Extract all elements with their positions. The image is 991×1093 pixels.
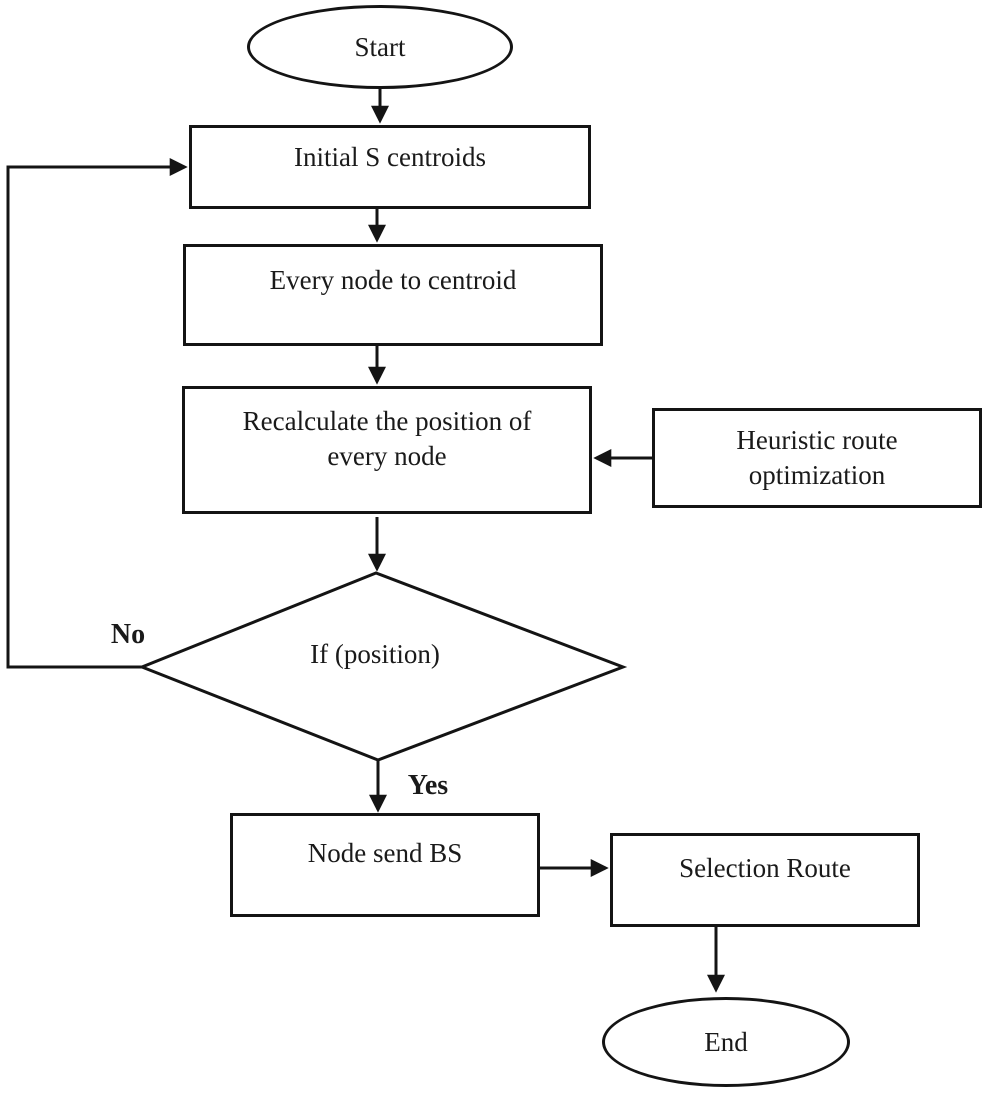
node-if-position: If (position)	[225, 636, 525, 672]
edge-label-yes: Yes	[407, 770, 449, 801]
node-selection-route: Selection Route	[610, 833, 920, 927]
node-start-label: Start	[354, 32, 406, 62]
node-initial-s-centroids: Initial S centroids	[189, 125, 591, 209]
node-start: Start	[247, 5, 513, 89]
edge-label-no: No	[110, 619, 146, 650]
node-end-label: End	[704, 1027, 748, 1057]
node-recalculate-position: Recalculate the position of every node	[182, 386, 592, 514]
node-recalculate-position-label: Recalculate the position of every node	[242, 406, 532, 471]
node-heuristic-route-optimization-label: Heuristic route optimization	[736, 425, 898, 490]
node-node-send-bs-label: Node send BS	[307, 838, 463, 868]
edge-decision-no-loop	[6, 158, 188, 669]
node-end: End	[602, 997, 850, 1087]
node-every-node-to-centroid-label: Every node to centroid	[269, 265, 517, 295]
node-if-position-label: If (position)	[310, 639, 440, 669]
node-every-node-to-centroid: Every node to centroid	[183, 244, 603, 346]
node-initial-s-centroids-label: Initial S centroids	[294, 142, 486, 172]
node-selection-route-label: Selection Route	[679, 853, 851, 883]
node-node-send-bs: Node send BS	[230, 813, 540, 917]
node-heuristic-route-optimization: Heuristic route optimization	[652, 408, 982, 508]
